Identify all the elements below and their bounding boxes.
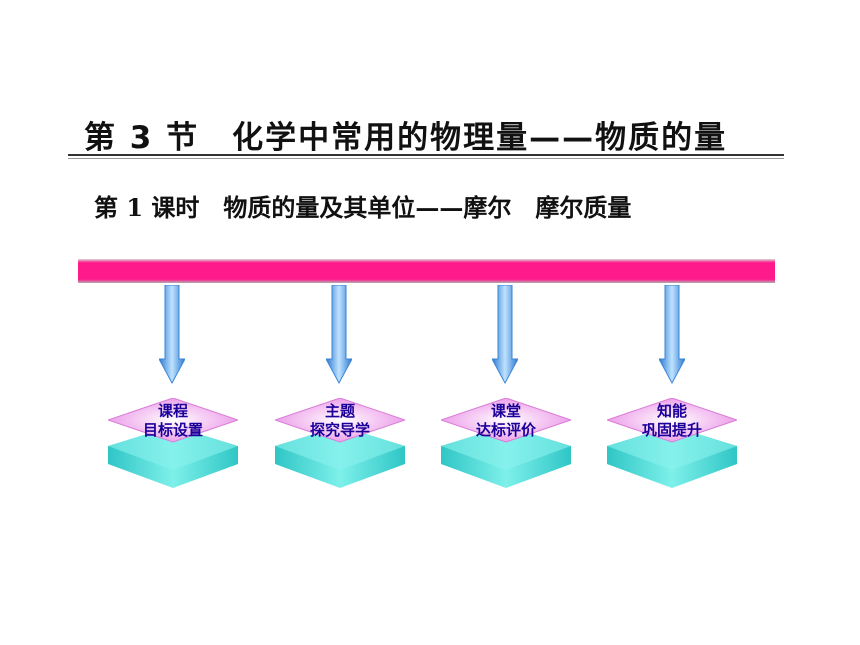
box-shape xyxy=(273,397,407,488)
box-label: 课堂达标评价 xyxy=(475,402,536,439)
nav-box-consolidation[interactable]: 知能巩固提升 xyxy=(605,397,739,490)
nav-box-class-evaluation[interactable]: 课堂达标评价 xyxy=(439,397,573,490)
box-shape xyxy=(439,397,573,488)
page-title: 第 3 节 化学中常用的物理量——物质的量 xyxy=(84,120,728,156)
nav-box-course-goals[interactable]: 课程目标设置 xyxy=(106,397,240,490)
box-label: 知能巩固提升 xyxy=(641,402,702,439)
down-arrow-icon xyxy=(326,285,352,385)
nav-box-topic-study[interactable]: 主题探究导学 xyxy=(273,397,407,490)
box-shape xyxy=(106,397,240,488)
down-arrow-icon xyxy=(659,285,685,385)
page-subtitle: 第 1 课时 物质的量及其单位——摩尔 摩尔质量 xyxy=(94,193,632,222)
box-shape xyxy=(605,397,739,488)
down-arrow-icon xyxy=(492,285,518,385)
pink-divider-bar xyxy=(78,259,775,283)
down-arrow-icon xyxy=(159,285,185,385)
box-label: 主题探究导学 xyxy=(309,402,370,439)
box-label: 课程目标设置 xyxy=(142,402,203,439)
title-underline-thin xyxy=(68,158,784,159)
title-underline xyxy=(68,154,784,156)
